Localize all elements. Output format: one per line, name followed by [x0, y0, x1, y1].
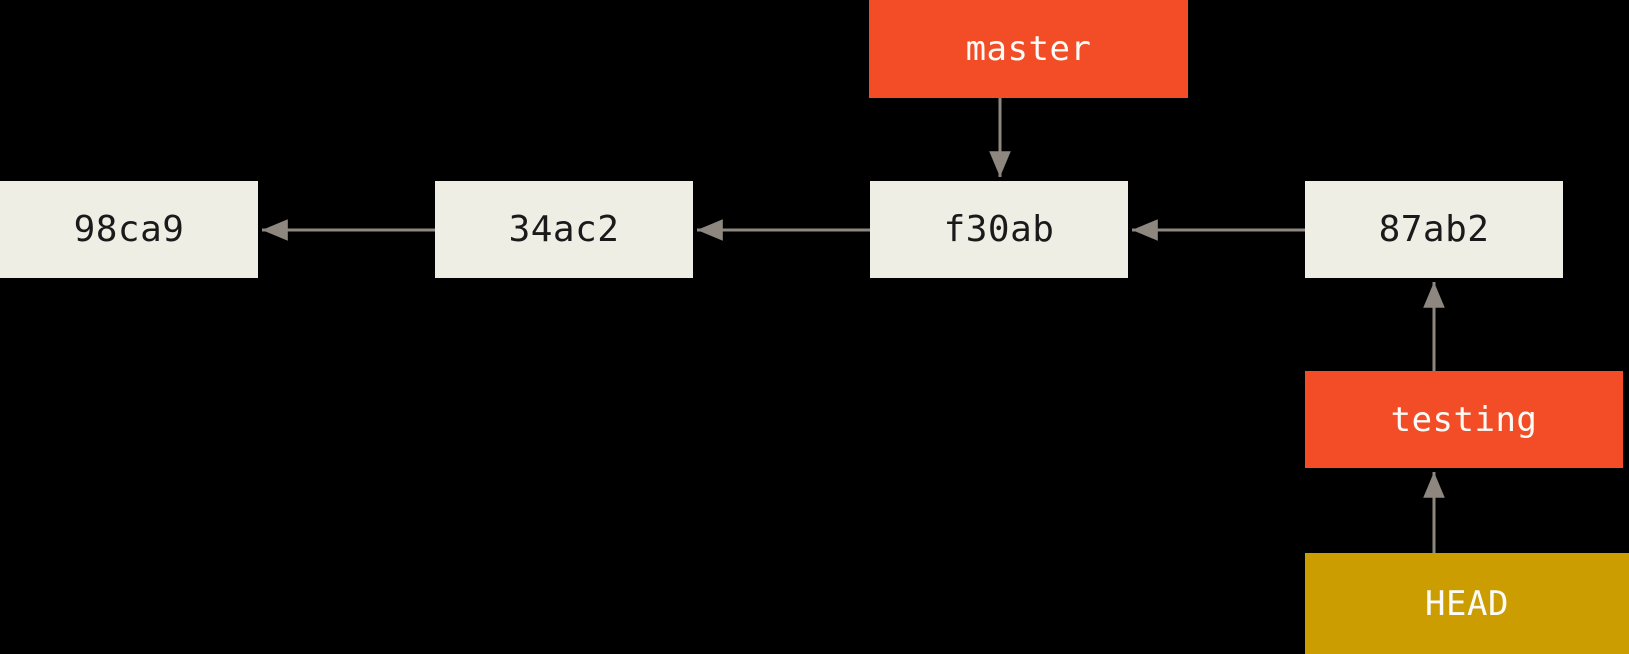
commit-id: f30ab — [943, 209, 1055, 250]
head-label: HEAD — [1305, 553, 1629, 654]
branch-label-master: master — [869, 0, 1188, 98]
commit-box-f30ab: f30ab — [870, 181, 1128, 278]
commit-id: 87ab2 — [1378, 209, 1490, 250]
branch-name: testing — [1390, 399, 1538, 440]
commit-box-98ca9: 98ca9 — [0, 181, 258, 278]
commit-box-34ac2: 34ac2 — [435, 181, 693, 278]
head-name: HEAD — [1425, 583, 1509, 624]
branch-label-testing: testing — [1305, 371, 1623, 468]
commit-box-87ab2: 87ab2 — [1305, 181, 1563, 278]
branch-name: master — [965, 29, 1092, 69]
commit-id: 98ca9 — [73, 209, 185, 250]
commit-id: 34ac2 — [508, 209, 620, 250]
